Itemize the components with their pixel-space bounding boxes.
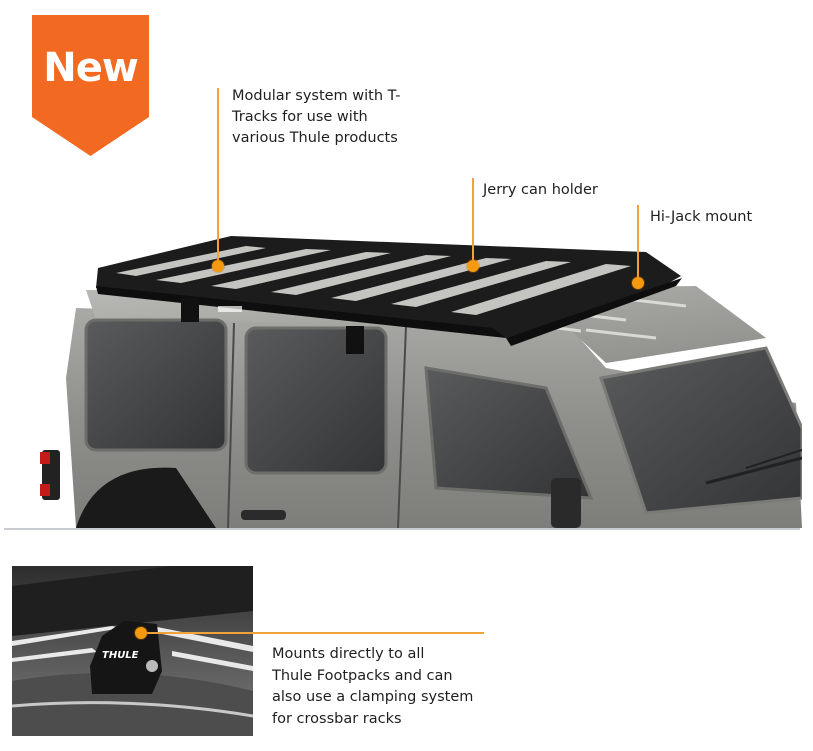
- foot-pack-illustration: THULE: [12, 566, 253, 736]
- callout-dot-hi-jack: [632, 277, 644, 289]
- callout-text-hi-jack: Hi-Jack mount: [650, 209, 753, 225]
- callout-dot-jerry-can: [467, 260, 479, 272]
- callout-line-jerry-can: [472, 178, 474, 266]
- svg-text:THULE: THULE: [102, 650, 139, 661]
- callout-text-t-tracks: Modular system with T- Tracks for use wi…: [232, 88, 401, 146]
- new-badge: New: [32, 15, 149, 156]
- callout-dot-footpacks: [135, 627, 147, 639]
- image-bottom-edge: [4, 528, 800, 530]
- callout-line-footpacks: [141, 632, 484, 634]
- callout-line-t-tracks: [217, 88, 219, 266]
- badge-shape: [32, 15, 149, 156]
- suv-with-roof-rack-illustration: [40, 236, 802, 528]
- callout-text-footpacks: Mounts directly to all Thule Footpacks a…: [272, 646, 474, 727]
- callout-line-hi-jack: [637, 205, 639, 283]
- callout-text-jerry-can: Jerry can holder: [483, 182, 598, 198]
- foot-pack-closeup-image: THULE: [12, 566, 253, 736]
- callout-dot-t-tracks: [212, 260, 224, 272]
- roof-rack: [96, 236, 682, 354]
- main-product-image: [6, 228, 802, 528]
- badge-label: New: [43, 45, 139, 91]
